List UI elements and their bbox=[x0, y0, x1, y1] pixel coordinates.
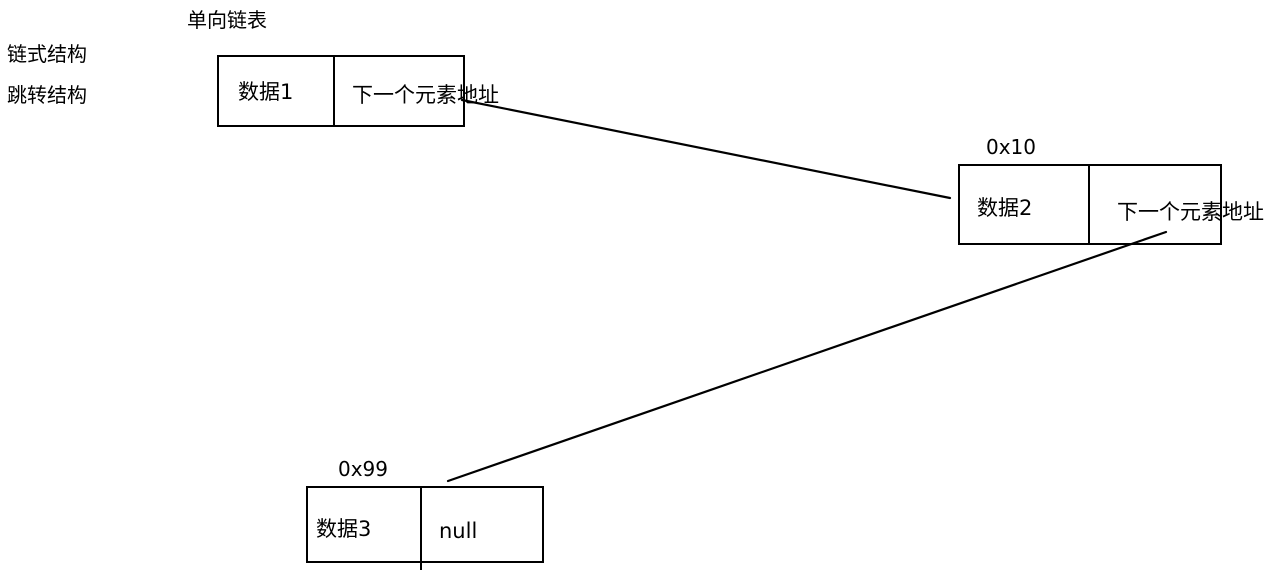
node-2-address: 0x10 bbox=[986, 135, 1037, 159]
link-node2-to-node3 bbox=[446, 230, 1168, 483]
node-divider bbox=[333, 55, 335, 127]
node-3-address: 0x99 bbox=[338, 457, 389, 481]
node-data-field: 数据2 bbox=[977, 196, 1033, 220]
list-node-1: 数据1 下一个元素地址 bbox=[217, 55, 499, 127]
diagram-title: 单向链表 bbox=[187, 8, 267, 32]
side-label-chain-structure: 链式结构 bbox=[7, 42, 87, 66]
link-node1-to-node2 bbox=[460, 98, 952, 200]
list-node-2: 数据2 下一个元素地址 bbox=[958, 164, 1264, 245]
node-data-field: 数据3 bbox=[316, 517, 372, 541]
node-next-field: 下一个元素地址 bbox=[1117, 200, 1264, 224]
node-data-field: 数据1 bbox=[238, 80, 294, 104]
node-divider bbox=[1088, 164, 1090, 245]
node-next-field: null bbox=[439, 519, 478, 543]
list-node-3: 数据3 null bbox=[306, 486, 544, 570]
node-next-field: 下一个元素地址 bbox=[352, 83, 499, 107]
side-label-jump-structure: 跳转结构 bbox=[7, 83, 87, 107]
node-divider bbox=[420, 486, 422, 570]
